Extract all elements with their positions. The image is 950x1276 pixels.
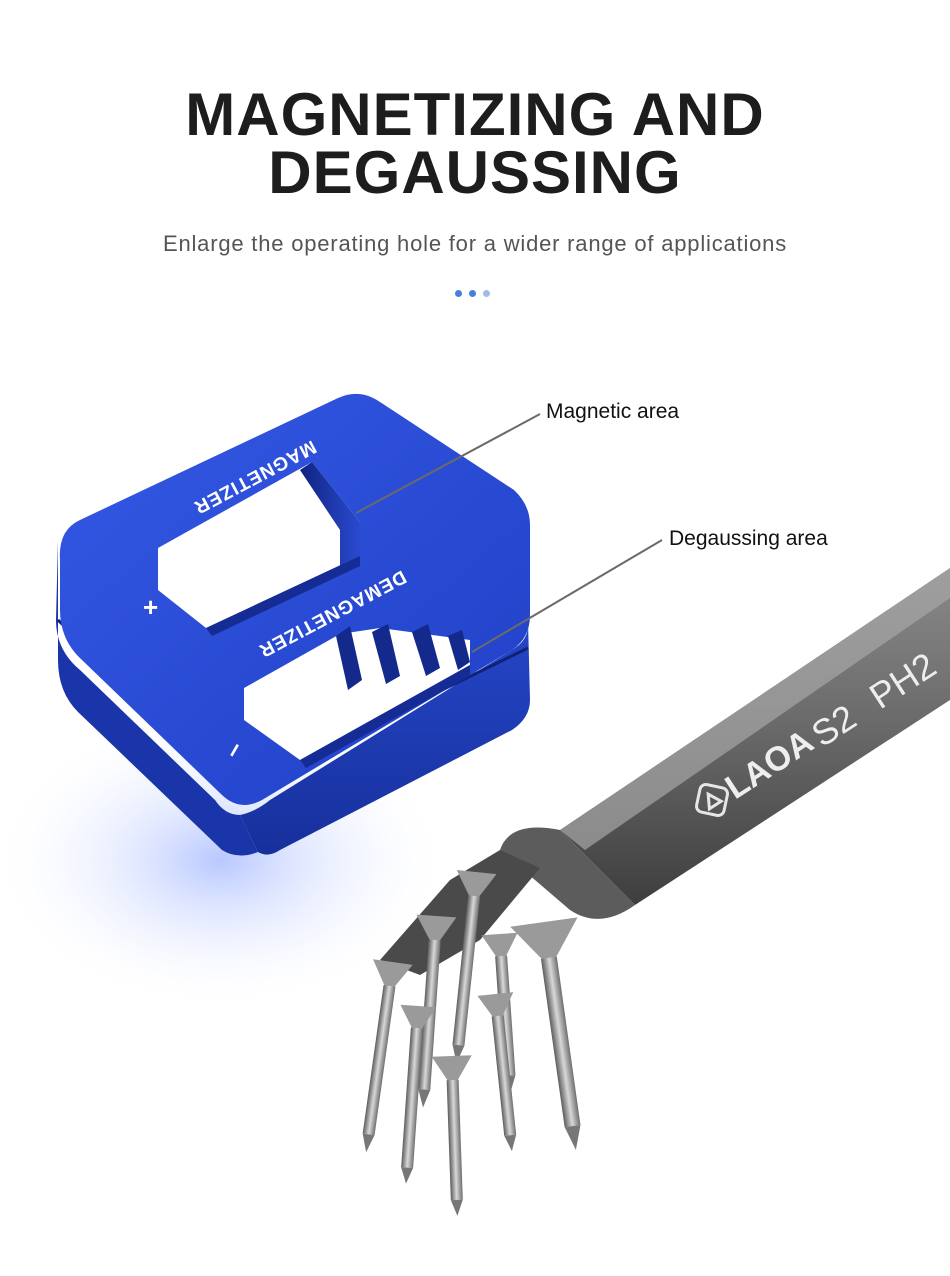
screw-icon bbox=[510, 917, 581, 1150]
title-line-2: DEGAUSSING bbox=[268, 139, 682, 206]
magnetic-area-label: Magnetic area bbox=[546, 400, 680, 423]
screw-icon bbox=[362, 959, 413, 1153]
carousel-dot bbox=[483, 290, 490, 297]
page-subtitle: Enlarge the operating hole for a wider r… bbox=[162, 231, 788, 256]
degaussing-callout-line bbox=[471, 539, 663, 653]
page-title: MAGNETIZING AND DEGAUSSING bbox=[0, 81, 950, 206]
screw-icon bbox=[452, 869, 497, 1063]
screw-icon bbox=[400, 1004, 437, 1184]
screwdriver-bit: LAOA S2 PH2 bbox=[380, 568, 950, 975]
carousel-indicator bbox=[455, 290, 490, 297]
carousel-dot bbox=[469, 290, 476, 297]
laoa-logo-icon bbox=[695, 783, 729, 817]
screw-icon bbox=[431, 1055, 472, 1216]
screw-cluster bbox=[362, 869, 581, 1216]
carousel-dot bbox=[455, 290, 462, 297]
plus-sign: + bbox=[143, 592, 158, 622]
magnetic-callout-line bbox=[355, 413, 541, 514]
degaussing-area-label: Degaussing area bbox=[669, 527, 828, 550]
screw-icon bbox=[477, 992, 517, 1152]
magnetizer-block: MAGNETIZER DEMAGNETIZER + – bbox=[56, 393, 530, 856]
title-line-1: MAGNETIZING AND bbox=[185, 81, 765, 148]
